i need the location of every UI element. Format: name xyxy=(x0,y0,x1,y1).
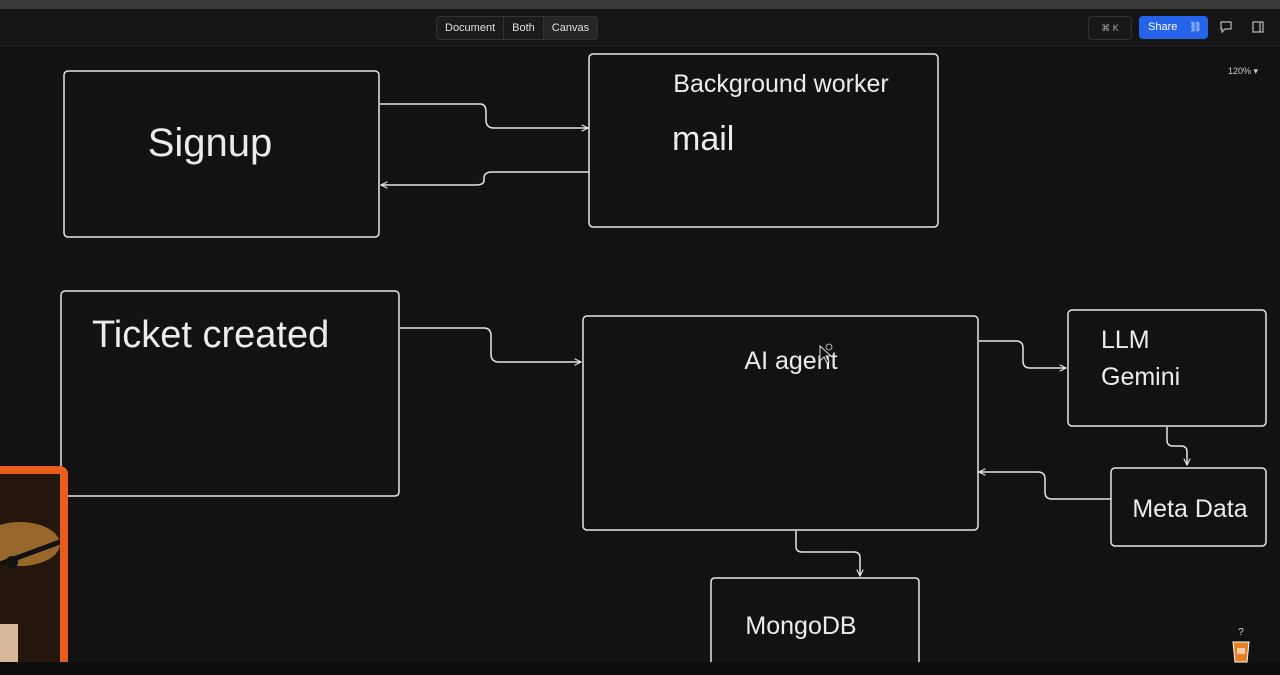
view-mode-switch: Document Both Canvas xyxy=(436,16,599,40)
llm-gemini-node[interactable] xyxy=(1067,309,1267,427)
background-worker-node[interactable] xyxy=(588,53,939,228)
arrow-metadata-to-agent xyxy=(979,472,1111,500)
signup-node[interactable] xyxy=(63,70,380,238)
bottom-bar xyxy=(0,662,1280,675)
webcam-video xyxy=(0,474,60,675)
meta-data-node[interactable] xyxy=(1110,467,1267,547)
ai-agent-node[interactable] xyxy=(582,315,979,531)
help-mascot-icon[interactable]: ? xyxy=(1228,624,1254,668)
arrow-ticket-to-agent xyxy=(400,327,581,362)
mail-label: mail xyxy=(672,120,734,158)
arrow-llm-to-metadata xyxy=(1166,427,1187,465)
zoom-level[interactable]: 120% ▾ xyxy=(1228,66,1259,76)
view-both-button[interactable]: Both xyxy=(503,17,543,39)
webcam-presenter-image xyxy=(0,474,60,675)
arrow-agent-to-mongodb xyxy=(795,531,860,576)
arrow-worker-to-signup xyxy=(381,171,589,185)
arrow-agent-to-llm xyxy=(979,340,1066,368)
toolbar: Document Both Canvas ⌘ K Share ⛓ xyxy=(0,9,1280,46)
meta-data-label: Meta Data xyxy=(1132,495,1247,523)
window-top-strip xyxy=(0,0,1280,9)
svg-text:?: ? xyxy=(1238,627,1244,638)
command-palette-button[interactable]: ⌘ K xyxy=(1088,16,1132,40)
link-icon: ⛓ xyxy=(1189,22,1202,33)
background-worker-label: Background worker xyxy=(673,70,888,98)
view-document-button[interactable]: Document xyxy=(445,22,496,34)
arrow-signup-to-worker xyxy=(380,103,588,128)
view-canvas-button[interactable]: Canvas xyxy=(542,17,598,39)
comment-icon[interactable] xyxy=(1219,20,1233,34)
share-label: Share xyxy=(1148,21,1178,33)
ticket-created-node[interactable] xyxy=(60,290,400,497)
move-cursor-icon xyxy=(819,343,833,364)
llm-label: LLM xyxy=(1101,326,1150,354)
signup-label: Signup xyxy=(148,121,273,165)
panel-toggle-icon[interactable] xyxy=(1251,20,1265,34)
share-button[interactable]: Share ⛓ xyxy=(1139,16,1208,39)
mongodb-label: MongoDB xyxy=(745,612,856,640)
gemini-label: Gemini xyxy=(1101,363,1180,391)
mongodb-node[interactable] xyxy=(710,577,920,662)
ticket-created-label: Ticket created xyxy=(92,314,329,356)
